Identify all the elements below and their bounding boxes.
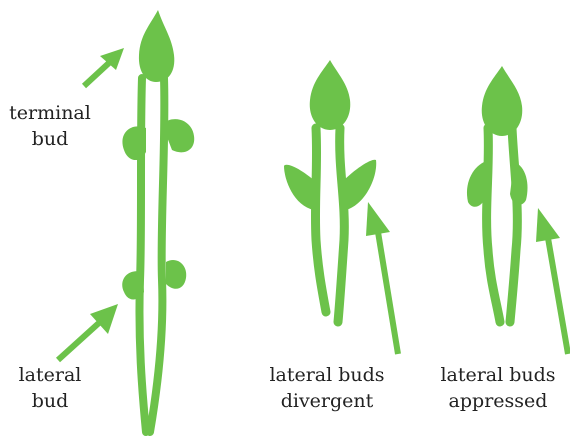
lateral-bud-lower-left bbox=[122, 271, 144, 299]
lateral-bud-upper-left bbox=[122, 126, 146, 160]
lateral-bud-label-line1: lateral bbox=[10, 362, 90, 388]
lateral-bud-appressed-left bbox=[467, 162, 486, 207]
twig-appressed bbox=[467, 66, 528, 322]
terminal-bud-label-line2: bud bbox=[2, 126, 98, 152]
terminal-bud-main bbox=[139, 10, 174, 82]
lateral-bud-divergent-right bbox=[342, 160, 376, 210]
terminal-bud-label: terminal bud bbox=[2, 100, 98, 152]
appressed-label: lateral buds appressed bbox=[433, 362, 563, 414]
terminal-bud-divergent bbox=[310, 60, 351, 130]
twig-main-stem-right bbox=[150, 78, 164, 432]
divergent-label-line2: divergent bbox=[262, 388, 392, 414]
arrow-divergent bbox=[366, 202, 398, 354]
twig-divergent-stem-left bbox=[315, 128, 326, 312]
arrow-lateral-bud bbox=[58, 304, 118, 360]
arrow-appressed bbox=[536, 208, 568, 354]
arrow-terminal-bud bbox=[84, 48, 124, 86]
appressed-label-line1: lateral buds bbox=[433, 362, 563, 388]
twig-appressed-stem-left bbox=[487, 128, 500, 322]
appressed-label-line2: appressed bbox=[433, 388, 563, 414]
twig-divergent-stem-right bbox=[338, 128, 344, 322]
twig-divergent bbox=[284, 60, 376, 322]
twig-appressed-stem-right bbox=[510, 128, 517, 322]
lateral-bud-divergent-left bbox=[284, 165, 316, 210]
lateral-bud-label: lateral bud bbox=[10, 362, 90, 414]
terminal-bud-label-line1: terminal bbox=[2, 100, 98, 126]
lateral-bud-lower-right bbox=[166, 260, 186, 289]
terminal-bud-appressed bbox=[482, 66, 523, 136]
divergent-label: lateral buds divergent bbox=[262, 362, 392, 414]
divergent-label-line1: lateral buds bbox=[262, 362, 392, 388]
lateral-bud-label-line2: bud bbox=[10, 388, 90, 414]
twig-main bbox=[122, 10, 194, 432]
